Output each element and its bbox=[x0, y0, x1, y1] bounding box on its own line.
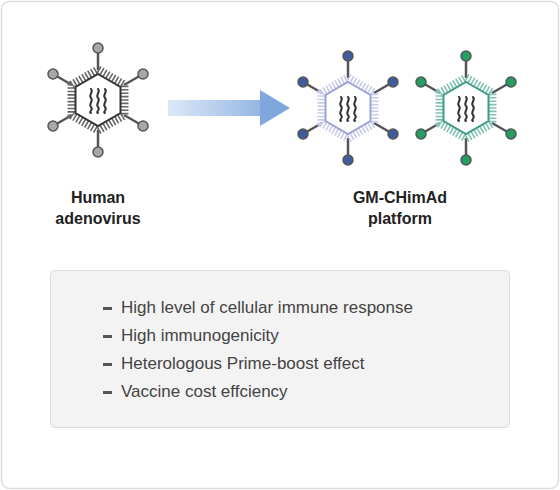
human-adenovirus-icon bbox=[48, 43, 148, 157]
feature-item: High level of cellular immune response bbox=[103, 294, 503, 322]
virus-figure-node: GM-CHimAd platform bbox=[290, 40, 510, 230]
virus-figure-node: Human adenovirus bbox=[28, 40, 168, 230]
feature-box: High level of cellular immune responseHi… bbox=[50, 270, 510, 428]
chimp-adenovirus-icon bbox=[416, 51, 516, 165]
flow-arrow bbox=[168, 100, 262, 116]
figure-label: GM-CHimAd platform bbox=[340, 187, 460, 229]
feature-item: High immunogenicity bbox=[103, 322, 503, 350]
figure-label: Human adenovirus bbox=[48, 187, 148, 229]
feature-item: Heterologous Prime-boost effect bbox=[103, 350, 503, 378]
chimp-adenovirus-icon bbox=[298, 51, 398, 165]
feature-item: Vaccine cost effciency bbox=[103, 378, 503, 406]
